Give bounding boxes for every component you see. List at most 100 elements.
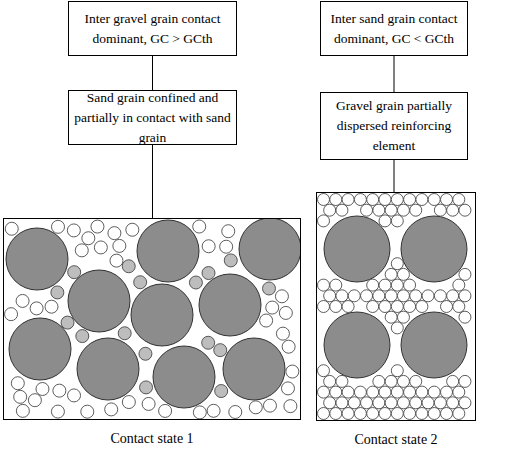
sand-grain (51, 405, 64, 418)
sand-grain (110, 254, 123, 267)
sand-grain (330, 408, 342, 420)
sand-grain (379, 386, 391, 398)
connector-line (394, 56, 395, 92)
sand-grain (453, 279, 465, 291)
sand-grain (318, 215, 330, 227)
sand-grain (373, 204, 385, 216)
sand-grain (16, 404, 29, 417)
sand-grain (391, 215, 403, 227)
gravel-grain (9, 318, 71, 380)
confined-sand-grain (134, 276, 147, 289)
panel-caption: Contact state 2 (297, 431, 495, 449)
sand-grain (126, 223, 139, 236)
process-box: Gravel grain partially dispersed reinfor… (320, 92, 468, 160)
sand-grain (379, 279, 391, 291)
sand-grain (36, 382, 49, 395)
sand-grain (447, 204, 459, 216)
sand-grain (81, 405, 94, 418)
gravel-grain (153, 346, 215, 408)
box-text: Gravel grain partially dispersed reinfor… (326, 96, 462, 156)
sand-grain (385, 290, 397, 302)
connector-line (394, 160, 395, 192)
grain-packing-panel: Contact state 2 (316, 192, 476, 421)
sand-grain (459, 375, 471, 387)
sand-grain (91, 220, 104, 233)
process-box: Sand grain confined and partially in con… (68, 90, 237, 145)
sand-grain (367, 408, 379, 420)
sand-grain (113, 239, 126, 252)
sand-grain (428, 386, 440, 398)
process-box: Inter gravel grain contact dominant, GC … (68, 1, 237, 56)
confined-sand-grain (51, 286, 64, 299)
sand-grain (367, 279, 379, 291)
sand-grain (373, 397, 385, 409)
sand-grain (318, 365, 330, 377)
sand-grain (284, 400, 297, 413)
sand-grain (324, 290, 336, 302)
confined-sand-grain (202, 267, 215, 280)
sand-grain (397, 311, 409, 323)
sand-grain (336, 375, 348, 387)
sand-grain (404, 194, 416, 206)
sand-grain (202, 240, 215, 253)
sand-grain (318, 386, 330, 398)
confined-sand-grain (189, 276, 202, 289)
sand-grain (330, 194, 342, 206)
sand-grain (30, 302, 43, 315)
sand-grain (207, 404, 220, 417)
sand-grain (82, 232, 95, 245)
sand-grain (379, 408, 391, 420)
box-text: Inter gravel grain contact dominant, GC … (74, 9, 231, 49)
sand-grain (354, 408, 366, 420)
sand-grain (75, 244, 88, 257)
sand-grain (397, 204, 409, 216)
sand-grain (447, 290, 459, 302)
sand-grain (410, 290, 422, 302)
confined-sand-grain (224, 254, 237, 267)
sand-grain (193, 220, 206, 233)
connector-line (152, 145, 153, 218)
sand-grain (453, 194, 465, 206)
sand-grain (404, 301, 416, 313)
sand-grain (397, 268, 409, 280)
sand-grain (441, 301, 453, 313)
sand-grain (416, 408, 428, 420)
sand-grain (342, 194, 354, 206)
sand-grain (391, 408, 403, 420)
sand-grain (324, 397, 336, 409)
sand-grain (373, 290, 385, 302)
sand-grain (16, 294, 29, 307)
gravel-grain (324, 312, 390, 378)
sand-grain (391, 301, 403, 313)
gravel-grain (401, 312, 467, 378)
gravel-grain (223, 338, 285, 400)
confined-sand-grain (118, 327, 131, 340)
box-text: Inter sand grain contact dominant, GC < … (326, 9, 462, 49)
sand-grain (391, 194, 403, 206)
connector-line (152, 56, 153, 90)
sand-grain (434, 204, 446, 216)
sand-grain (68, 389, 81, 402)
sand-grain (410, 397, 422, 409)
sand-grain (318, 279, 330, 291)
sand-grain (404, 386, 416, 398)
sand-grain (459, 311, 471, 323)
sand-grain (453, 386, 465, 398)
sand-grain (367, 194, 379, 206)
sand-grain (45, 300, 58, 313)
box-text: Sand grain confined and partially in con… (74, 88, 231, 148)
confined-sand-grain (214, 344, 227, 357)
sand-grain (379, 301, 391, 313)
sand-grain (385, 204, 397, 216)
sand-grain (14, 390, 27, 403)
sand-grain (348, 397, 360, 409)
sand-grain (459, 290, 471, 302)
confined-sand-grain (68, 266, 81, 279)
sand-grain (391, 258, 403, 270)
sand-grain (5, 308, 18, 321)
sand-grain (379, 215, 391, 227)
sand-grain (459, 268, 471, 280)
grain-illustration (317, 193, 475, 420)
confined-sand-grain (215, 385, 228, 398)
sand-grain (416, 194, 428, 206)
